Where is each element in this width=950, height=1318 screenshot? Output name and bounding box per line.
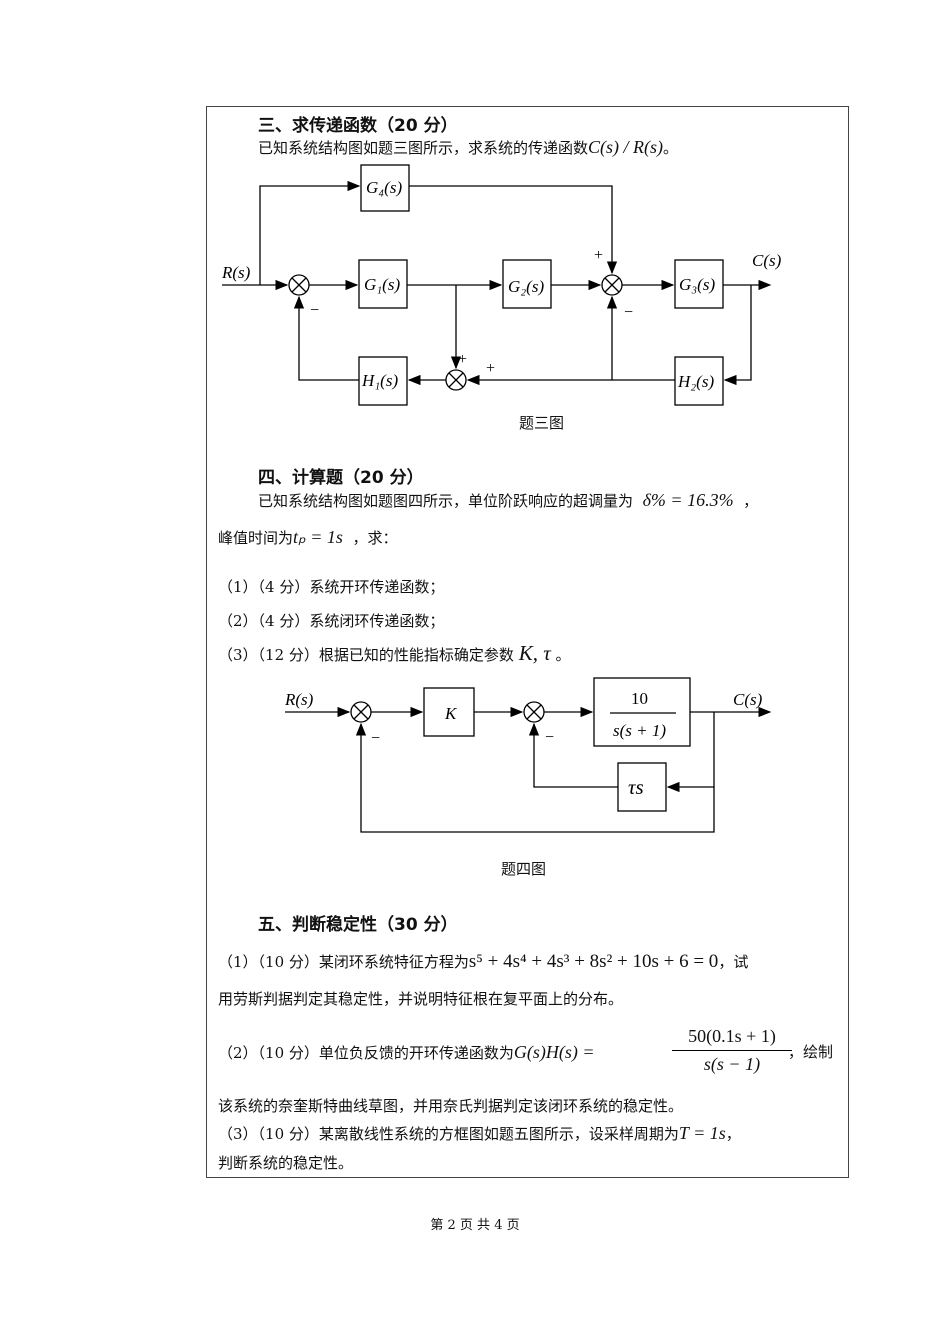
section4-heading: 四、计算题（20 分） (258, 468, 424, 488)
h2-label: H₂(s) (677, 372, 714, 391)
tau-s-label: τs (628, 775, 644, 799)
section5-p2-end: ，绘制 (788, 1043, 834, 1061)
g3-label: G₃(s) (679, 275, 715, 294)
output-label: C(s) (752, 251, 782, 270)
k-label: K (444, 704, 458, 723)
block-diagram-3: R(s) C(s) G₄(s) G₁(s) G₂(s) G₃(s) H₁(s) … (221, 164, 782, 406)
g4-label: G₄(s) (366, 178, 402, 197)
section4-line1: 已知系统结构图如题图四所示，单位阶跃响应的超调量为 δ% = 16.3% ， (258, 490, 759, 510)
section5-p1-cont: 用劳斯判据判定其稳定性，并说明特征根在复平面上的分布。 (218, 990, 624, 1008)
figure4-caption: 题四图 (501, 860, 547, 878)
output-label: C(s) (733, 690, 763, 709)
plus-sign: + (458, 351, 467, 368)
block-diagram-4: R(s) C(s) K s(s + 1) τs 10 − − (284, 677, 772, 833)
figure3-caption: 题三图 (519, 414, 565, 432)
p2-denominator: s(s − 1) (703, 1054, 761, 1074)
block-h2 (674, 356, 724, 406)
minus-sign: − (310, 302, 319, 319)
exam-frame (206, 106, 849, 1178)
block-h1 (358, 356, 408, 406)
section3-body: 已知系统结构图如题三图所示，求系统的传递函数C(s) / R(s)。 (258, 137, 679, 157)
section4-item3: （3）（12 分）根据已知的性能指标确定参数 K, τ 。 (218, 641, 571, 665)
minus-sign: − (624, 304, 633, 321)
section5-p1: （1）（10 分）某闭环系统特征方程为s⁵ + 4s⁴ + 4s³ + 8s² … (218, 951, 749, 972)
page-footer: 第 2 页 共 4 页 (430, 1218, 520, 1233)
p2-fraction: 50(0.1s + 1) s(s − 1) (672, 1026, 792, 1075)
h1-label: H₁(s) (361, 371, 398, 390)
section5-p3: （3）（10 分）某离散线性系统的方框图如题五图所示，设采样周期为T = 1s， (218, 1123, 741, 1143)
g2-label: G₂(s) (508, 277, 544, 296)
block-g1 (358, 259, 408, 309)
block-g2 (502, 259, 552, 309)
input-label: R(s) (221, 263, 251, 282)
plus-sign: + (594, 247, 603, 264)
block-g4 (360, 164, 410, 212)
section4-line2: 峰值时间为tₚ = 1s ，求： (218, 527, 398, 547)
plus-sign: + (486, 360, 495, 377)
section5-p3-cont: 判断系统的稳定性。 (218, 1154, 354, 1172)
section4-item1: （1）（4 分）系统开环传递函数； (218, 578, 445, 596)
section3-heading: 三、求传递函数（20 分） (258, 116, 458, 136)
plant-den: s(s + 1) (613, 721, 666, 740)
section4-item2: （2）（4 分）系统闭环传递函数； (218, 612, 445, 630)
section5-p2: （2）（10 分）单位负反馈的开环传递函数为G(s)H(s) = (218, 1042, 595, 1062)
g1-label: G₁(s) (364, 275, 400, 294)
minus-sign: − (371, 730, 380, 747)
section5-p2-cont: 该系统的奈奎斯特曲线草图，并用奈氏判据判定该闭环系统的稳定性。 (218, 1097, 684, 1115)
plant-num: 10 (631, 689, 648, 708)
minus-sign: − (545, 729, 554, 746)
input-label: R(s) (284, 690, 314, 709)
section5-heading: 五、判断稳定性（30 分） (258, 915, 458, 935)
p2-numerator: 50(0.1s + 1) (672, 1026, 792, 1051)
block-g3 (674, 259, 724, 309)
